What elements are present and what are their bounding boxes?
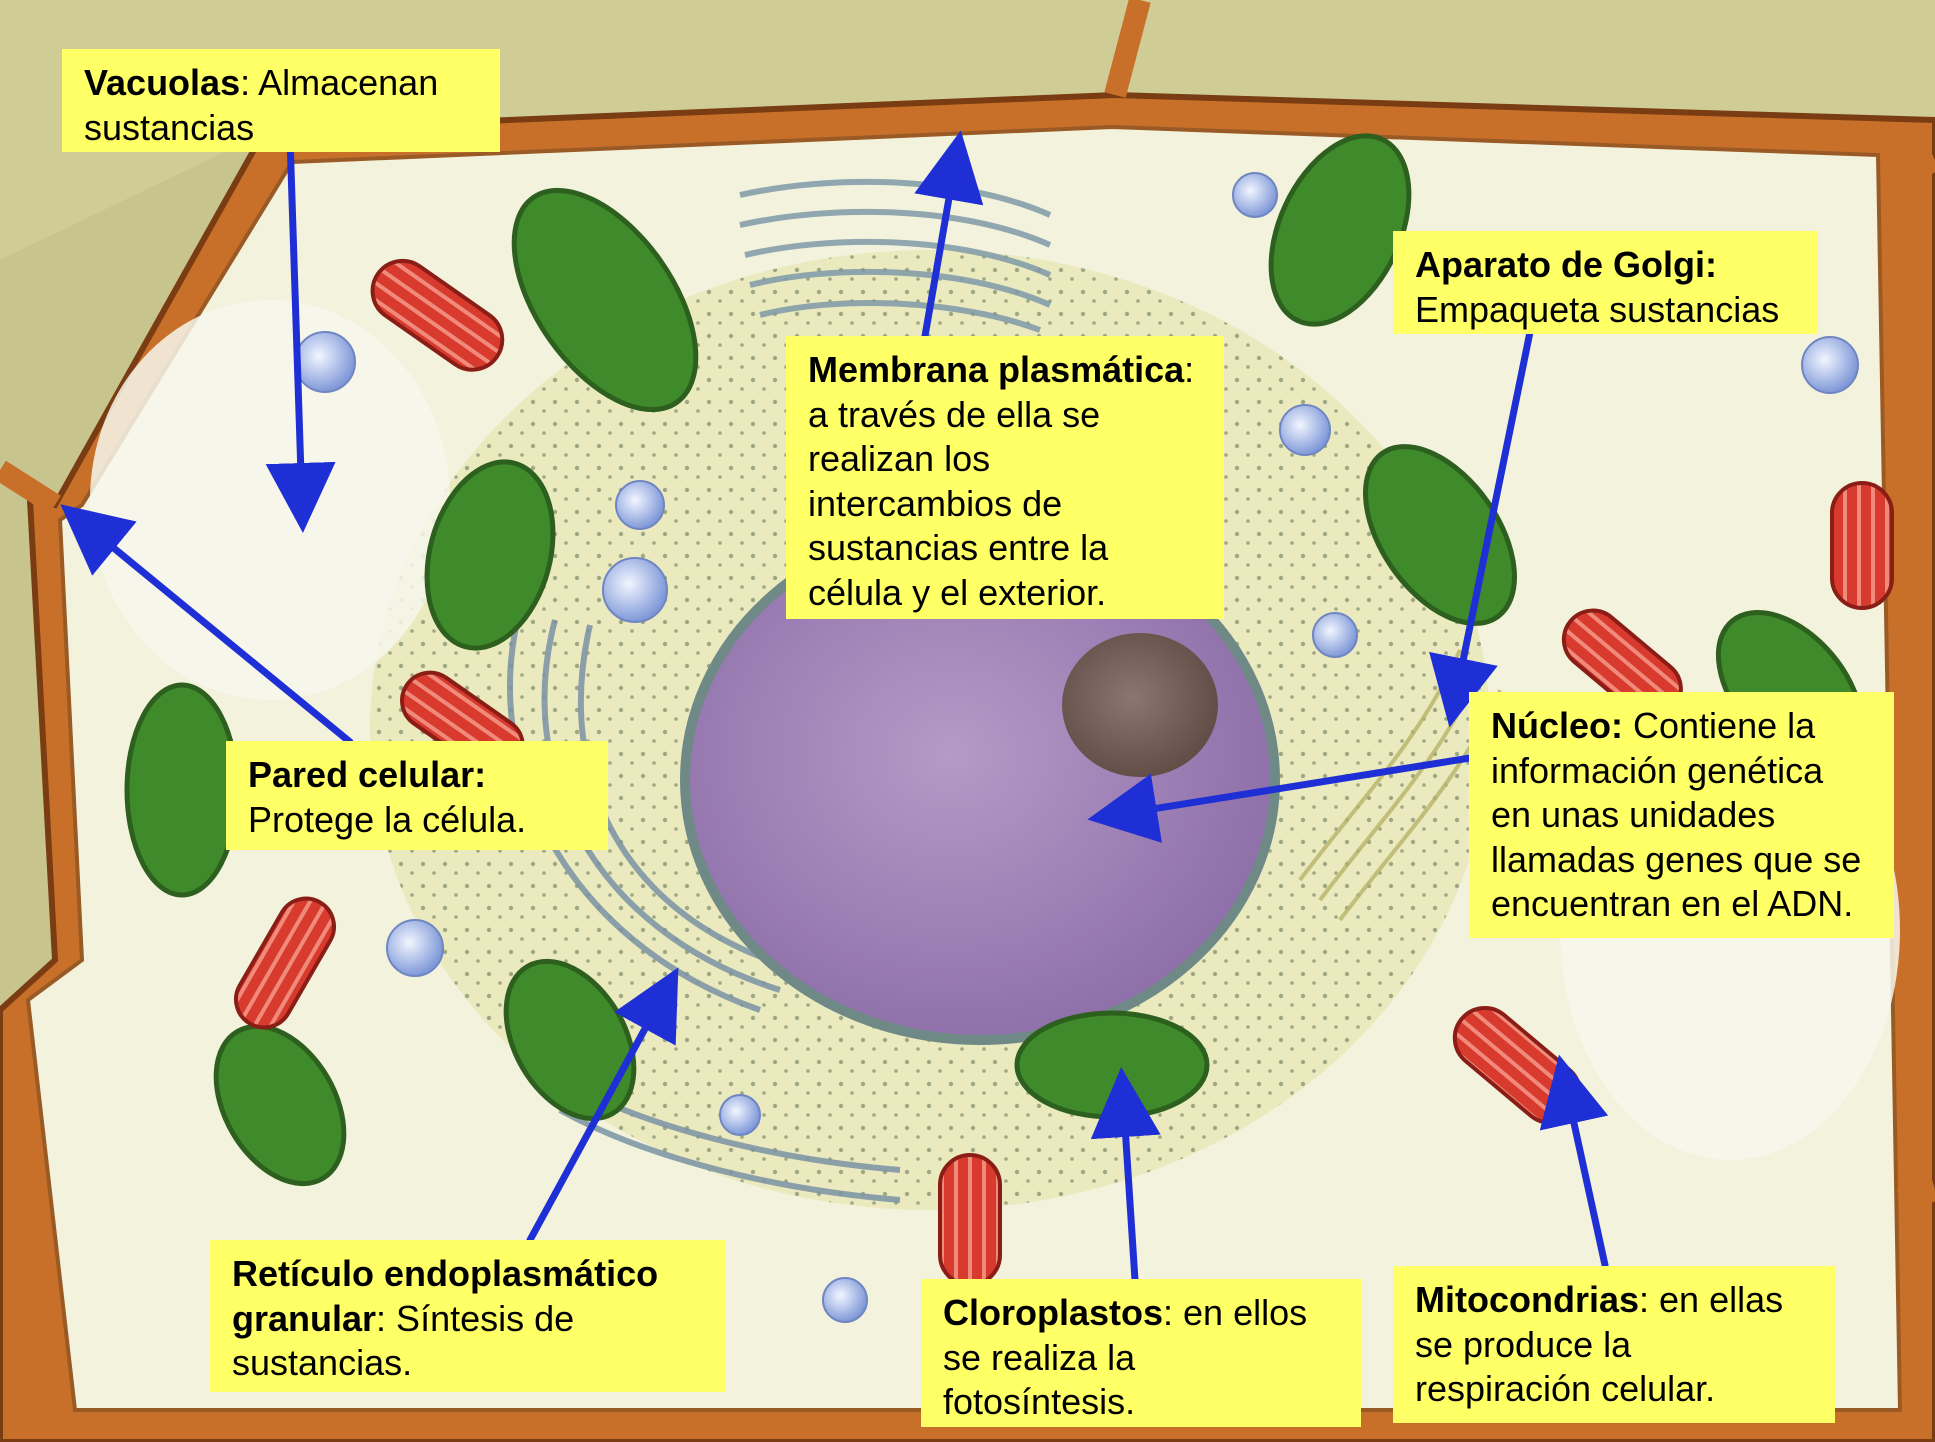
label-text: Contiene la xyxy=(1623,705,1815,746)
label-aparato-de-golgi: Aparato de Golgi: Empaqueta sustancias xyxy=(1393,231,1818,334)
label-cloroplastos: Cloroplastos: en ellos se realiza la fot… xyxy=(921,1279,1361,1427)
label-text: : en ellos xyxy=(1163,1292,1307,1333)
label-term: Cloroplastos xyxy=(943,1292,1163,1333)
label-text: Protege la célula. xyxy=(248,798,586,843)
label-term: Vacuolas xyxy=(84,62,240,103)
vacuole xyxy=(90,300,450,700)
label-text: Empaqueta sustancias xyxy=(1415,288,1796,333)
label-term: granular xyxy=(232,1298,376,1339)
label-text: encuentran en el ADN. xyxy=(1491,882,1872,927)
label-text: fotosíntesis. xyxy=(943,1380,1339,1425)
label-text: información genética xyxy=(1491,749,1872,794)
label-term: Núcleo: xyxy=(1491,705,1623,746)
label-text: célula y el exterior. xyxy=(808,571,1202,616)
label-term: Retículo endoplasmático xyxy=(232,1253,658,1294)
label-term: Membrana plasmática xyxy=(808,349,1184,390)
label-text: : Síntesis de xyxy=(376,1298,574,1339)
label-term: Aparato de Golgi: xyxy=(1415,244,1717,285)
label-text: : en ellas xyxy=(1639,1279,1783,1320)
label-text: : Almacenan xyxy=(240,62,438,103)
label-text: realizan los xyxy=(808,437,1202,482)
label-text: : xyxy=(1184,349,1194,390)
label-text: sustancias. xyxy=(232,1341,703,1386)
label-mitocondrias: Mitocondrias: en ellas se produce la res… xyxy=(1393,1266,1835,1423)
nucleolus xyxy=(1062,633,1218,777)
label-text: se produce la xyxy=(1415,1323,1813,1368)
label-text: en unas unidades xyxy=(1491,793,1872,838)
label-text: sustancias entre la xyxy=(808,526,1202,571)
label-pared-celular: Pared celular: Protege la célula. xyxy=(226,741,608,850)
label-text: se realiza la xyxy=(943,1336,1339,1381)
label-text: intercambios de xyxy=(808,482,1202,527)
label-term: Pared celular: xyxy=(248,754,486,795)
label-text: respiración celular. xyxy=(1415,1367,1813,1412)
label-vacuolas: Vacuolas: Almacenan sustancias xyxy=(62,49,500,152)
label-term: Mitocondrias xyxy=(1415,1279,1639,1320)
label-membrana-plasmatica: Membrana plasmática: a través de ella se… xyxy=(786,336,1224,619)
label-text: llamadas genes que se xyxy=(1491,838,1872,883)
label-text: a través de ella se xyxy=(808,393,1202,438)
label-text: sustancias xyxy=(84,106,478,151)
label-nucleo: Núcleo: Contiene la información genética… xyxy=(1469,692,1894,938)
label-reticulo-endoplasmatico: Retículo endoplasmático granular: Síntes… xyxy=(210,1240,725,1392)
